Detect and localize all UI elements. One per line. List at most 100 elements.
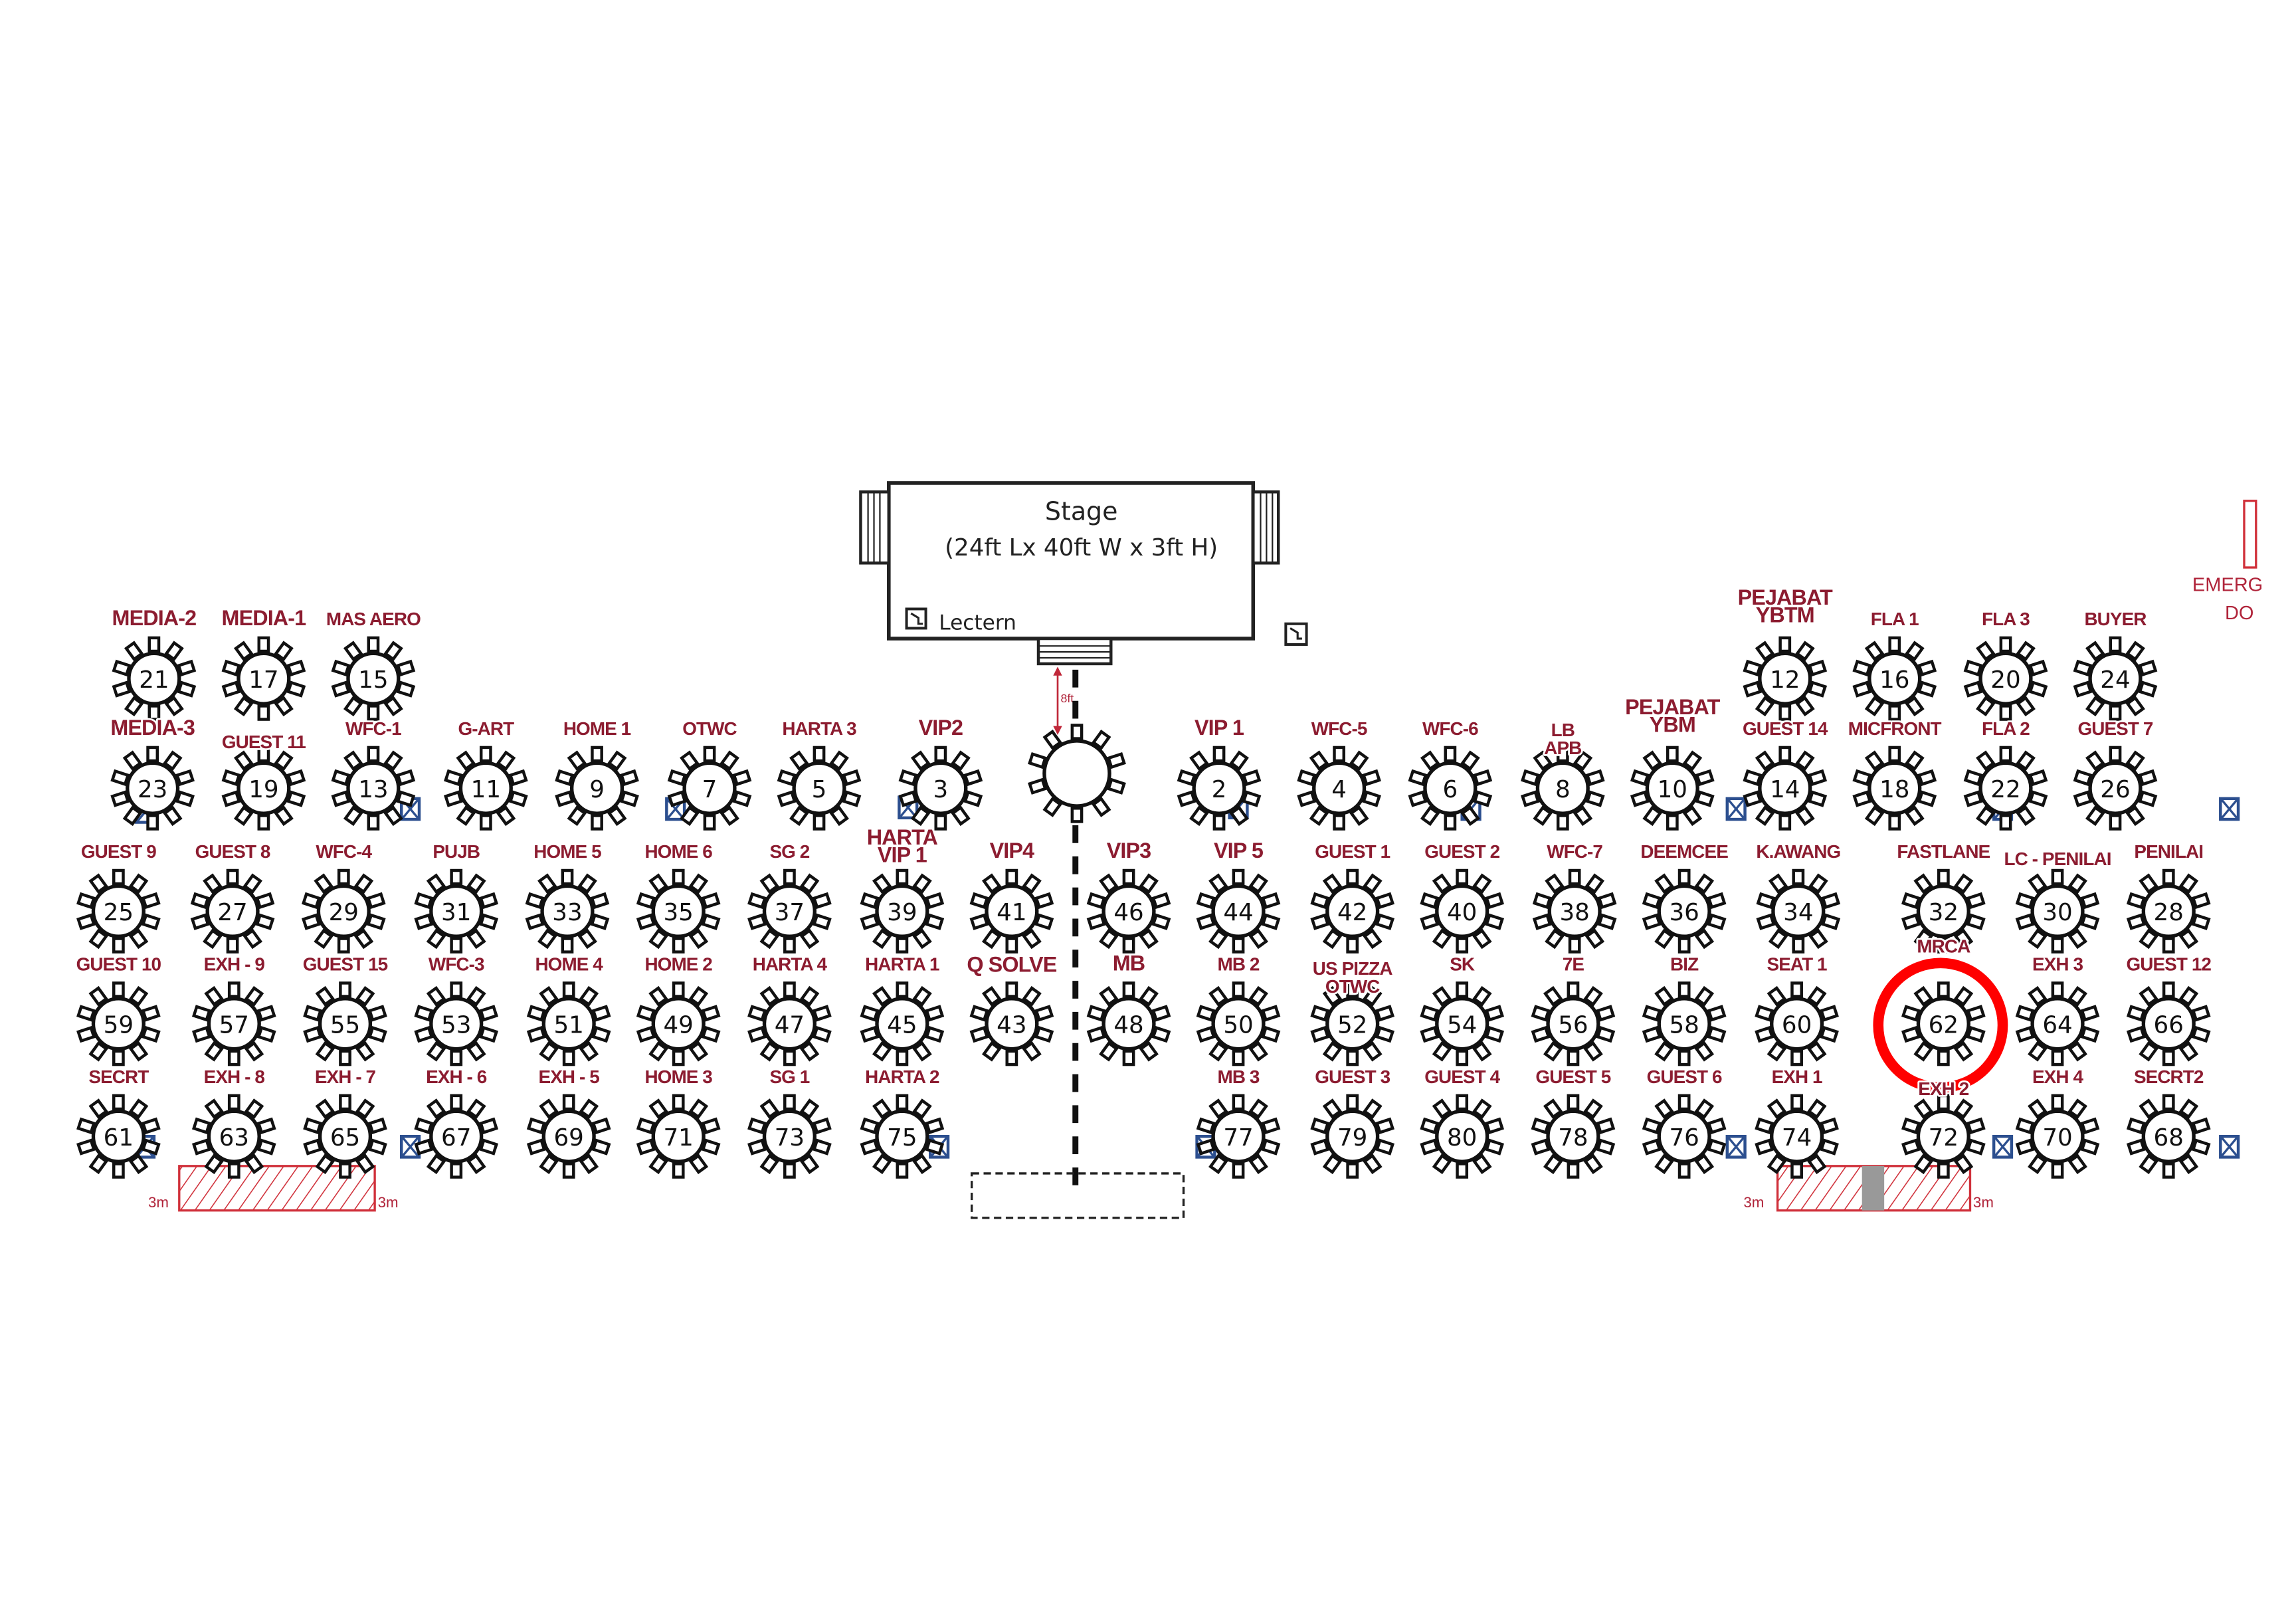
table-7[interactable] [667,746,752,831]
table-3[interactable] [898,746,983,831]
table-37[interactable] [747,868,832,954]
table-58[interactable] [1642,981,1727,1066]
table-10[interactable] [1630,746,1715,831]
table-18[interactable] [1852,746,1937,831]
table-23[interactable] [110,746,195,831]
table-54[interactable] [1420,981,1505,1066]
table-22[interactable] [1963,746,2048,831]
table-66[interactable] [2126,981,2211,1066]
table-51[interactable] [526,981,611,1066]
table-41[interactable] [969,868,1054,954]
chair [2073,769,2093,787]
table-top [127,651,181,706]
table-80[interactable] [1420,1094,1505,1179]
table-11[interactable] [444,746,528,831]
table-36[interactable] [1642,868,1727,954]
table-42[interactable] [1310,868,1395,954]
table-70[interactable] [2015,1094,2100,1179]
table-12[interactable] [1743,636,1828,721]
table-39[interactable] [860,868,945,954]
chair [76,1138,96,1156]
table-79[interactable] [1310,1094,1395,1179]
table-38[interactable] [1532,868,1617,954]
table-46[interactable] [1086,868,1171,954]
table-74[interactable] [1755,1094,1839,1179]
chair [1937,1162,1950,1179]
chair [88,1041,109,1062]
table-35[interactable] [636,868,721,954]
chair [1310,1138,1330,1156]
table-48[interactable] [1086,981,1171,1066]
table-label: MB [1113,951,1145,975]
table-24[interactable] [2073,636,2158,721]
table-43[interactable] [969,981,1054,1066]
table-53[interactable] [414,981,499,1066]
chair [479,746,492,763]
table-45[interactable] [860,981,945,1066]
table-78[interactable] [1531,1094,1616,1179]
table-2[interactable] [1177,746,1262,831]
table-49[interactable] [636,981,721,1066]
chair [1790,1049,1803,1066]
chair [1917,769,1937,787]
table-50[interactable] [1196,981,1281,1066]
table-68[interactable] [2126,1094,2211,1179]
table-19[interactable] [221,746,306,831]
table-59[interactable] [76,981,161,1066]
table-9[interactable] [555,746,639,831]
table-65[interactable] [303,1094,387,1179]
table-55[interactable] [303,981,387,1066]
table-5[interactable] [777,746,862,831]
chair [221,659,241,677]
table-40[interactable] [1420,868,1505,954]
table-33[interactable] [525,868,610,954]
table-21[interactable] [112,636,197,721]
table-28[interactable] [2126,868,2211,954]
table-31[interactable] [414,868,499,954]
table-6[interactable] [1408,746,1493,831]
table-62[interactable] [1901,981,1986,1066]
table-72[interactable] [1901,1094,1986,1179]
table-29[interactable] [301,868,386,954]
table-27[interactable] [190,868,275,954]
table-16[interactable] [1852,636,1937,721]
chair [1905,805,1925,827]
chair [2139,985,2158,1007]
table-60[interactable] [1755,981,1839,1066]
table-number: 58 [1669,1011,1699,1039]
table-20[interactable] [1963,636,2048,721]
table-4[interactable] [1297,746,1381,831]
table-8[interactable] [1520,746,1605,831]
table-57[interactable] [191,981,276,1066]
table-67[interactable] [414,1094,499,1179]
table-73[interactable] [747,1094,832,1179]
chair [508,790,528,807]
table-25[interactable] [76,868,161,954]
table-63[interactable] [191,1094,276,1179]
table-75[interactable] [860,1094,945,1179]
table-52[interactable] [1310,981,1395,1066]
chair [1472,873,1492,894]
table-number: 49 [664,1011,694,1039]
table-30[interactable] [2015,868,2100,954]
centre-round-table[interactable] [1028,724,1126,823]
table-32[interactable] [1901,868,1986,954]
chair [1585,790,1605,807]
table-26[interactable] [2073,746,2158,831]
table-71[interactable] [636,1094,721,1179]
table-69[interactable] [526,1094,611,1179]
table-34[interactable] [1756,868,1841,954]
table-17[interactable] [221,636,306,721]
table-47[interactable] [747,981,832,1066]
table-61[interactable] [76,1094,161,1179]
table-64[interactable] [2015,981,2100,1066]
table-15[interactable] [331,636,416,721]
table-14[interactable] [1743,746,1828,831]
table-76[interactable] [1642,1094,1727,1179]
table-77[interactable] [1196,1094,1281,1179]
chair [1694,1154,1715,1175]
table-44[interactable] [1196,868,1281,954]
chair [1022,1041,1042,1062]
table-13[interactable] [331,746,416,831]
table-56[interactable] [1531,981,1616,1066]
